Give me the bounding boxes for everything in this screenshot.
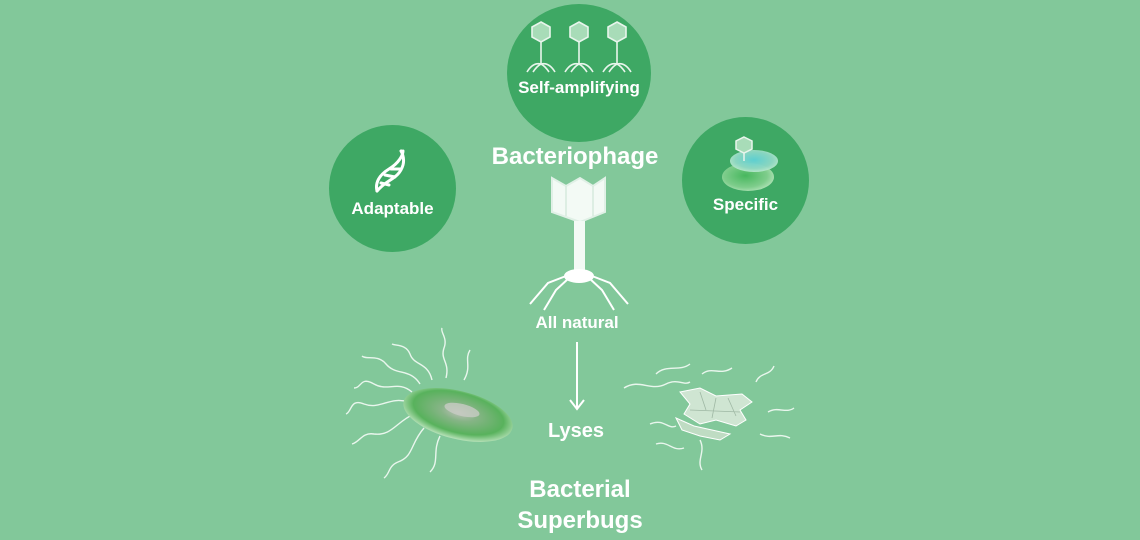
adaptable-badge: Adaptable [329,125,456,252]
self-amplifying-badge: Self-amplifying [507,4,651,142]
targeted-cells-icon [722,136,778,191]
target-label-line1: Bacterial [529,476,631,503]
bacteriophage-title: Bacteriophage [491,143,659,170]
specific-badge: Specific [682,117,809,244]
all-natural-label: All natural [535,313,619,332]
lyses-label: Lyses [548,420,604,442]
dna-icon [375,149,406,193]
adaptable-label: Adaptable [351,199,434,218]
phage-trio-icon [526,21,632,73]
self-amplifying-label: Self-amplifying [518,78,640,97]
target-label-line2: Superbugs [517,507,643,534]
specific-label: Specific [712,195,779,214]
